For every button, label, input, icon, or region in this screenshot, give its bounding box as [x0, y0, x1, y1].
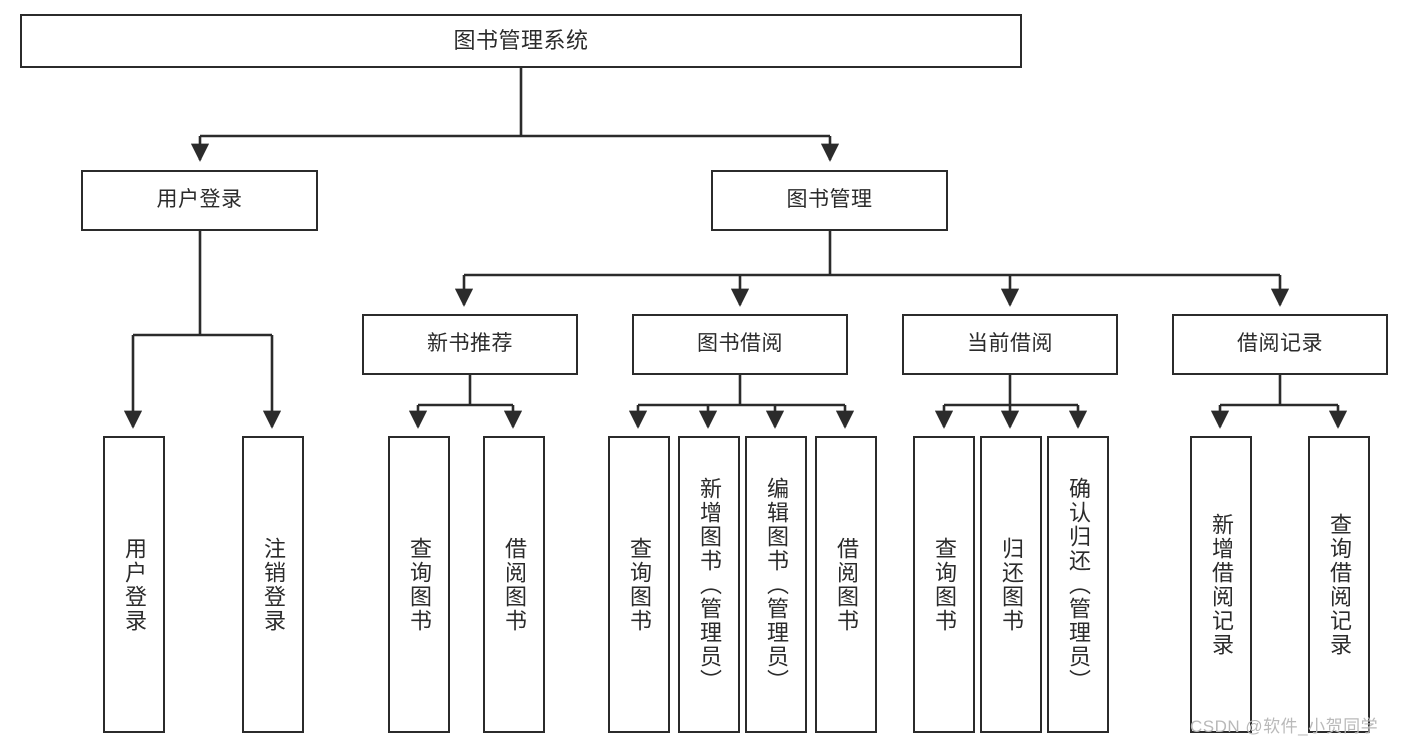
node-leaf-user-login[interactable]: 用户登录	[103, 436, 165, 733]
node-leaf-query-book-3[interactable]: 查询图书	[913, 436, 975, 733]
node-label: 编辑图书（管理员）	[764, 476, 789, 693]
node-label: 新增借阅记录	[1209, 512, 1234, 657]
node-leaf-borrow-book-2[interactable]: 借阅图书	[815, 436, 877, 733]
node-label: 当前借阅	[967, 332, 1053, 356]
node-borrow-record[interactable]: 借阅记录	[1172, 314, 1388, 375]
node-leaf-logout-login[interactable]: 注销登录	[242, 436, 304, 733]
node-leaf-query-record[interactable]: 查询借阅记录	[1308, 436, 1370, 733]
node-label: 查询图书	[932, 536, 957, 633]
node-leaf-query-book-1[interactable]: 查询图书	[388, 436, 450, 733]
node-book-management[interactable]: 图书管理	[711, 170, 948, 231]
node-label: 查询图书	[627, 536, 652, 633]
node-leaf-edit-book[interactable]: 编辑图书（管理员）	[745, 436, 807, 733]
node-label: 用户登录	[122, 536, 147, 633]
node-leaf-add-record[interactable]: 新增借阅记录	[1190, 436, 1252, 733]
node-label: 查询借阅记录	[1327, 512, 1352, 657]
node-label: 确认归还（管理员）	[1066, 476, 1091, 693]
node-leaf-return-book[interactable]: 归还图书	[980, 436, 1042, 733]
node-label: 查询图书	[407, 536, 432, 633]
node-label: 图书管理系统	[453, 28, 589, 54]
node-leaf-add-book[interactable]: 新增图书（管理员）	[678, 436, 740, 733]
node-label: 用户登录	[156, 188, 243, 212]
node-current-borrow[interactable]: 当前借阅	[902, 314, 1118, 375]
node-leaf-confirm-return[interactable]: 确认归还（管理员）	[1047, 436, 1109, 733]
node-label: 归还图书	[999, 536, 1024, 633]
node-label: 借阅图书	[502, 536, 527, 633]
node-leaf-query-book-2[interactable]: 查询图书	[608, 436, 670, 733]
node-label: 借阅图书	[834, 536, 859, 633]
node-leaf-borrow-book-1[interactable]: 借阅图书	[483, 436, 545, 733]
node-label: 借阅记录	[1237, 332, 1323, 356]
node-label: 图书借阅	[697, 332, 783, 356]
node-new-book-recommend[interactable]: 新书推荐	[362, 314, 578, 375]
csdn-watermark: CSDN @软件_小贺同学	[1190, 717, 1379, 736]
node-book-borrow[interactable]: 图书借阅	[632, 314, 848, 375]
node-root-system[interactable]: 图书管理系统	[20, 14, 1022, 68]
node-label: 新书推荐	[427, 332, 513, 356]
node-label: 图书管理	[786, 188, 873, 212]
node-user-login[interactable]: 用户登录	[81, 170, 318, 231]
node-label: 新增图书（管理员）	[697, 476, 722, 693]
node-label: 注销登录	[261, 536, 286, 633]
